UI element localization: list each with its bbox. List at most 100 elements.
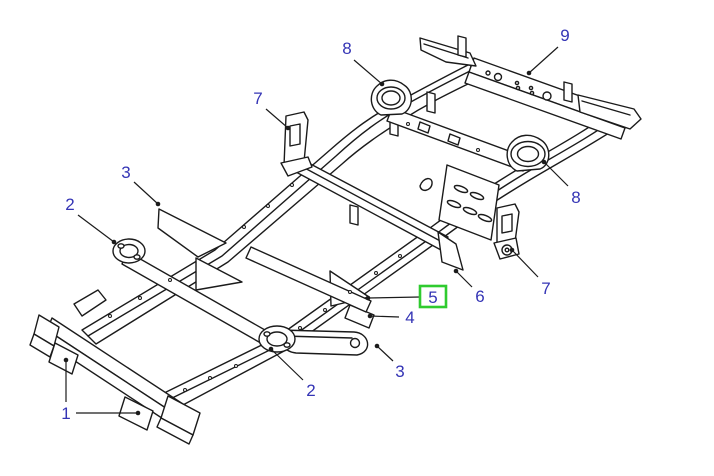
line-art-segment: [184, 389, 187, 392]
leader-dot: [111, 239, 117, 245]
rear-crossmember-side: [465, 72, 625, 139]
leader-dot: [268, 346, 274, 352]
callout-label-4[interactable]: 4: [405, 308, 414, 327]
callout-layer: 8 9 7 3 2 8 7 6 54 3 2 1: [61, 26, 580, 423]
line-art-segment: [120, 245, 138, 258]
callout-7-6: 7: [509, 247, 551, 298]
leader-line: [353, 59, 383, 85]
leader-dot: [285, 125, 291, 131]
callout-5-8: 5: [365, 284, 448, 309]
callout-label-7[interactable]: 7: [541, 279, 550, 298]
callout-label-8[interactable]: 8: [342, 39, 351, 58]
callout-label-1[interactable]: 1: [61, 404, 70, 423]
leader-line: [528, 46, 559, 74]
leader-line: [511, 249, 539, 278]
line-art-segment: [169, 279, 172, 282]
line-art-segment: [291, 184, 294, 187]
leader-line: [543, 161, 569, 187]
line-art-segment: [109, 315, 112, 318]
gusset-item-3-upper: [158, 209, 226, 257]
line-art-segment: [243, 226, 246, 229]
line-art-segment: [478, 213, 493, 223]
line-art-segment: [427, 92, 435, 113]
line-art-segment: [350, 205, 358, 225]
leader-line: [265, 108, 289, 129]
line-art-segment: [349, 291, 352, 294]
leader-line: [270, 348, 304, 381]
callout-label-2[interactable]: 2: [65, 195, 74, 214]
line-art-segment: [281, 157, 312, 176]
chassis-line-art: [30, 36, 641, 444]
leader-line: [77, 214, 115, 243]
line-art-segment: [564, 82, 572, 102]
line-art-segment: [530, 91, 533, 94]
line-art-segment: [264, 332, 270, 336]
leader-line: [455, 270, 473, 288]
line-art-segment: [209, 377, 212, 380]
callout-2-11: 2: [268, 346, 316, 400]
line-art-segment: [448, 134, 460, 145]
line-art-segment: [299, 327, 302, 330]
callout-8-5: 8: [541, 159, 581, 207]
highlight-box: [418, 284, 448, 309]
rear-wing-right: [578, 95, 641, 129]
line-art-segment: [267, 205, 270, 208]
callout-2-4: 2: [65, 195, 117, 245]
callout-label-7[interactable]: 7: [253, 89, 262, 108]
line-art-segment: [418, 122, 430, 133]
line-art-segment: [518, 147, 539, 162]
line-art-segment: [157, 418, 193, 444]
line-art-segment: [543, 92, 551, 100]
line-art-segment: [463, 206, 478, 216]
line-art-segment: [118, 244, 124, 248]
line-art-segment: [515, 81, 518, 84]
line-art-segment: [74, 290, 106, 316]
line-art-segment: [454, 184, 469, 194]
line-art-segment: [505, 248, 509, 252]
leader-dot: [365, 295, 371, 301]
line-art-segment: [420, 179, 432, 191]
leader-dot: [453, 268, 459, 274]
callout-label-8[interactable]: 8: [571, 188, 580, 207]
callout-label-5[interactable]: 5: [428, 288, 437, 307]
line-art-segment: [351, 339, 360, 348]
leader-dot: [155, 201, 161, 207]
dumb-iron-left: [49, 343, 78, 374]
line-art-segment: [486, 71, 490, 75]
leader-dot: [509, 247, 515, 253]
callout-label-9[interactable]: 9: [560, 26, 569, 45]
line-art-segment: [134, 255, 140, 259]
line-art-segment: [502, 214, 512, 233]
line-art-segment: [301, 166, 444, 243]
leader-dot: [63, 357, 69, 363]
line-art-segment: [109, 123, 480, 392]
callout-9-1: 9: [526, 26, 570, 76]
callout-label-3[interactable]: 3: [395, 362, 404, 381]
leader-line: [133, 181, 159, 205]
callout-label-6[interactable]: 6: [475, 287, 484, 306]
leader-line: [369, 315, 400, 318]
line-art-segment: [290, 124, 300, 146]
far-side-rail: [82, 64, 476, 344]
line-art-segment: [582, 101, 630, 115]
callout-7-2: 7: [253, 89, 291, 131]
line-art-segment: [458, 36, 466, 57]
leader-dot: [526, 70, 532, 76]
line-art-segment: [235, 365, 238, 368]
line-art-segment: [267, 332, 287, 346]
callout-1-12: 1: [61, 357, 141, 423]
middle-crossmember: [246, 247, 371, 312]
callout-label-2[interactable]: 2: [306, 381, 315, 400]
callout-8-0: 8: [342, 39, 385, 87]
line-art-segment: [470, 191, 485, 201]
callout-6-7: 6: [453, 268, 485, 306]
line-art-segment: [382, 91, 400, 105]
callout-4-9: 4: [367, 308, 415, 327]
callout-3-10: 3: [374, 343, 405, 381]
callout-3-3: 3: [121, 163, 161, 207]
line-art-segment: [139, 297, 142, 300]
leader-line: [367, 296, 421, 299]
leader-dot: [541, 159, 547, 165]
callout-label-3[interactable]: 3: [121, 163, 130, 182]
